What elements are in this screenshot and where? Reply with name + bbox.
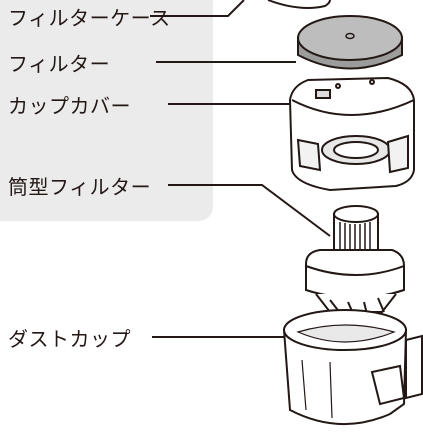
label-filter: フィルター: [8, 52, 111, 76]
label-cup-cover: カップカバー: [8, 94, 131, 118]
cylinder-filter: [305, 205, 405, 334]
label-dust-cup: ダストカップ: [8, 327, 131, 351]
label-cylinder-filter: 筒型フィルター: [8, 175, 152, 199]
filter-case-edge: [267, 0, 331, 9]
dust-cup: [282, 309, 423, 426]
leader-cylinder-filter: [168, 184, 331, 237]
filter-disc: [297, 15, 403, 70]
label-filter-case: フィルターケース: [8, 6, 171, 30]
cup-cover: [288, 76, 415, 192]
leader-filter-case: [150, 0, 245, 17]
